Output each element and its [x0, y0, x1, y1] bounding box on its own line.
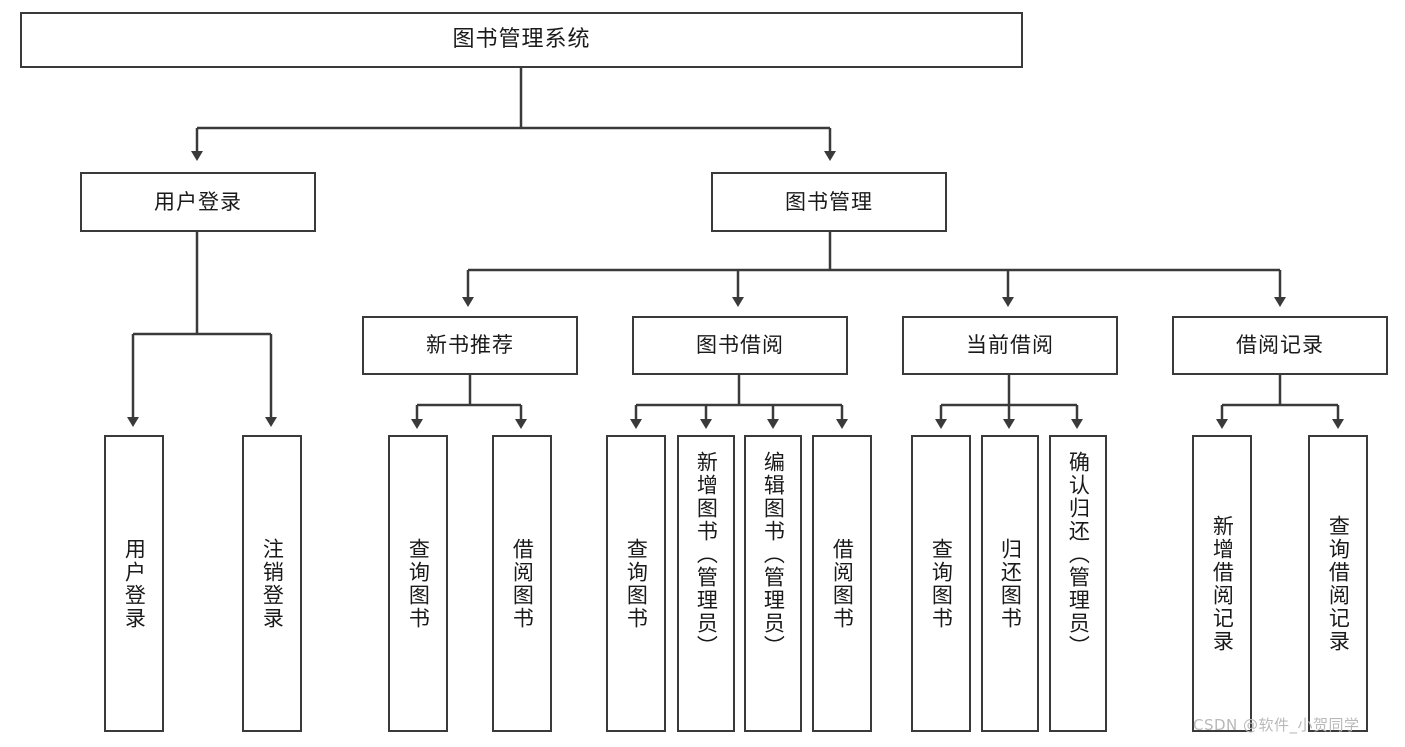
node-label: 新书推荐 [426, 333, 514, 357]
node-leaf-newbook-query-book[interactable]: 查询图书 [388, 435, 448, 732]
node-leaf-current-return-book[interactable]: 归还图书 [981, 435, 1039, 732]
node-label: 图书管理 [785, 189, 873, 214]
node-label: 借阅图书 [830, 537, 855, 630]
node-label: 图书管理系统 [452, 27, 591, 52]
watermark: CSDN @软件_小贺同学 [1193, 716, 1360, 734]
node-book-borrow[interactable]: 图书借阅 [632, 316, 848, 375]
node-label: 用户登录 [154, 189, 242, 214]
node-label: 新增图书（管理员） [694, 451, 719, 658]
node-book-management[interactable]: 图书管理 [711, 172, 947, 232]
node-leaf-current-confirm-return[interactable]: 确认归还（管理员） [1049, 435, 1107, 732]
node-label: 借阅记录 [1236, 333, 1324, 357]
node-label: 查询图书 [929, 537, 954, 630]
node-label: 注销登录 [260, 537, 285, 630]
node-leaf-record-add[interactable]: 新增借阅记录 [1192, 435, 1252, 732]
node-new-book-recommend[interactable]: 新书推荐 [362, 316, 578, 375]
node-label: 归还图书 [998, 537, 1023, 630]
node-borrow-record[interactable]: 借阅记录 [1172, 316, 1388, 375]
node-leaf-user-login[interactable]: 用户登录 [104, 435, 164, 732]
node-leaf-borrow-borrow-book[interactable]: 借阅图书 [812, 435, 872, 732]
node-label: 借阅图书 [510, 537, 535, 630]
node-label: 当前借阅 [966, 333, 1054, 357]
node-leaf-borrow-edit-book[interactable]: 编辑图书（管理员） [744, 435, 802, 732]
node-leaf-borrow-query-book[interactable]: 查询图书 [606, 435, 666, 732]
node-label: 查询图书 [406, 537, 431, 630]
node-label: 查询借阅记录 [1326, 514, 1351, 653]
node-leaf-newbook-borrow-book[interactable]: 借阅图书 [492, 435, 552, 732]
node-label: 确认归还（管理员） [1066, 451, 1091, 658]
node-leaf-borrow-add-book[interactable]: 新增图书（管理员） [677, 435, 735, 732]
node-label: 编辑图书（管理员） [761, 451, 786, 658]
node-label: 查询图书 [624, 537, 649, 630]
node-leaf-logout[interactable]: 注销登录 [242, 435, 302, 732]
node-root-system[interactable]: 图书管理系统 [20, 12, 1023, 68]
node-label: 图书借阅 [696, 333, 784, 357]
node-leaf-current-query-book[interactable]: 查询图书 [911, 435, 971, 732]
node-leaf-record-query[interactable]: 查询借阅记录 [1308, 435, 1368, 732]
node-user-login[interactable]: 用户登录 [80, 172, 316, 232]
node-label: 用户登录 [122, 537, 147, 630]
node-current-borrow[interactable]: 当前借阅 [902, 316, 1118, 375]
node-label: 新增借阅记录 [1210, 514, 1235, 653]
